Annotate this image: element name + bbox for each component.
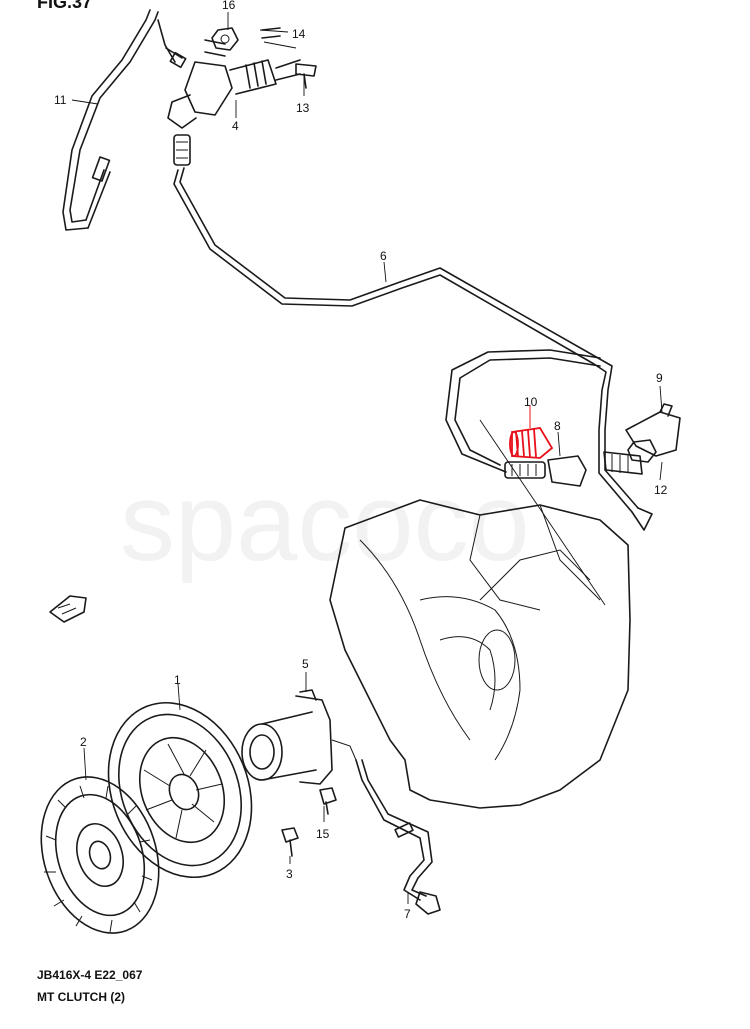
part-8-hose (445, 349, 643, 487)
part-15-bleeder (319, 787, 337, 815)
callout-4: 4 (232, 119, 239, 133)
watermark: spacoco (120, 461, 530, 584)
part-12-bolt (627, 439, 657, 463)
callout-1: 1 (174, 673, 181, 687)
callout-7: 7 (404, 907, 411, 921)
part-16-nut (211, 27, 239, 51)
callout-14: 14 (292, 27, 306, 41)
callout-9: 9 (656, 371, 663, 385)
figure-header: FIG.37 (37, 0, 93, 12)
part-7-pipe (355, 759, 441, 915)
part-3-bolt (281, 827, 299, 857)
callout-16: 16 (222, 0, 236, 12)
part-6-pipe (173, 167, 653, 531)
transmission-housing (329, 499, 631, 809)
footer-title: MT CLUTCH (2) (37, 990, 125, 1004)
callout-12: 12 (654, 483, 668, 497)
callout-3: 3 (286, 867, 293, 881)
callout-11: 11 (54, 93, 67, 107)
callout-8: 8 (554, 419, 561, 433)
callout-10: 10 (524, 395, 538, 409)
footer-code: JB416X-4 E22_067 (37, 968, 143, 982)
part-1-clutch-cover (107, 701, 253, 879)
callout-6: 6 (380, 249, 387, 263)
callout-15: 15 (316, 827, 330, 841)
callout-5: 5 (302, 657, 309, 671)
callout-13: 13 (296, 101, 310, 115)
part-5-release-bearing (241, 689, 357, 785)
part-9-bracket (625, 403, 681, 457)
part-2-clutch-disc (40, 776, 160, 934)
callout-2: 2 (80, 735, 87, 749)
leader-lines (71, 12, 663, 904)
part-11-hose (62, 9, 187, 231)
part-13-bolt (295, 63, 317, 89)
part-4-master-cylinder (167, 39, 301, 166)
part-14-pin (261, 27, 281, 39)
part-10-highlighted-part (509, 405, 554, 459)
front-direction-arrow-icon (49, 595, 87, 623)
